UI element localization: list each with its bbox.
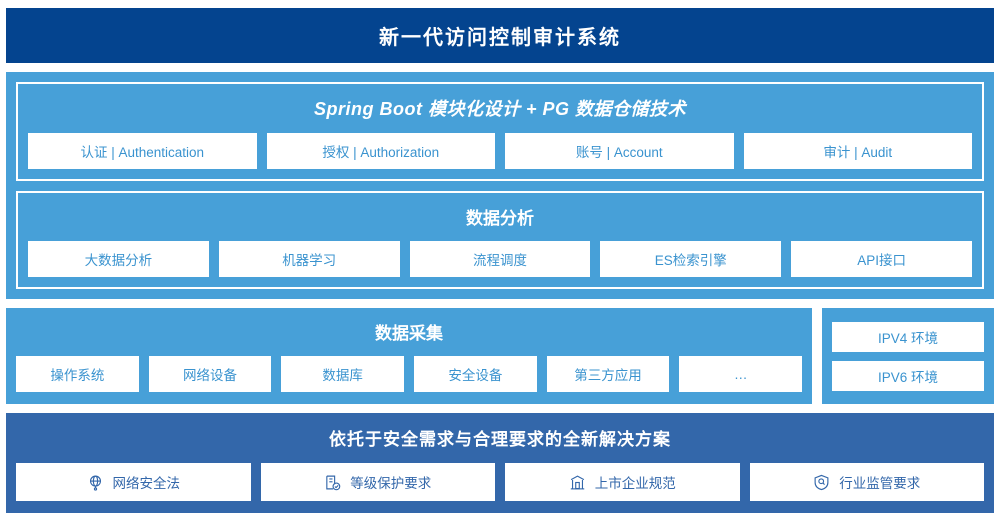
chip-classified-protection[interactable]: 等级保护要求 [260, 463, 495, 501]
bank-building-icon [569, 474, 586, 491]
chip-machine-learning[interactable]: 机器学习 [218, 241, 400, 277]
chip-classified-protection-label: 等级保护要求 [350, 476, 432, 491]
panel-data-analysis-chips: 大数据分析 机器学习 流程调度 ES检索引擎 API接口 [28, 241, 972, 277]
chip-ipv4-environment[interactable]: IPV4 环境 [832, 321, 984, 352]
chip-audit[interactable]: 审计 | Audit [743, 133, 972, 169]
panel-data-collection-chips: 操作系统 网络设备 数据库 安全设备 第三方应用 … [16, 356, 803, 392]
chip-process-scheduling[interactable]: 流程调度 [409, 241, 591, 277]
panel-data-analysis: 数据分析 大数据分析 机器学习 流程调度 ES检索引擎 API接口 [16, 191, 984, 289]
platform-band: Spring Boot 模块化设计 + PG 数据仓储技术 认证 | Authe… [6, 72, 994, 299]
panel-spring-boot-title: Spring Boot 模块化设计 + PG 数据仓储技术 [313, 99, 686, 119]
panel-data-collection-title: 数据采集 [375, 324, 443, 343]
chip-third-party-application[interactable]: 第三方应用 [546, 356, 670, 392]
chip-cybersecurity-law-label: 网络安全法 [112, 476, 181, 491]
chip-operating-system[interactable]: 操作系统 [16, 356, 139, 392]
collection-row: 数据采集 操作系统 网络设备 数据库 安全设备 第三方应用 … IPV4 环境 … [6, 308, 994, 404]
panel-data-analysis-title: 数据分析 [466, 209, 534, 228]
globe-network-icon [87, 474, 104, 491]
chip-authentication[interactable]: 认证 | Authentication [28, 133, 257, 169]
panel-compliance: 依托于安全需求与合理要求的全新解决方案 网络安全法 [6, 413, 994, 513]
chip-big-data-analysis[interactable]: 大数据分析 [28, 241, 209, 277]
chip-security-device[interactable]: 安全设备 [414, 356, 537, 392]
chip-listed-enterprise-standard-label: 上市企业规范 [594, 476, 676, 491]
page-title: 新一代访问控制审计系统 [379, 27, 621, 49]
document-check-icon [324, 474, 341, 491]
chip-es-search-engine[interactable]: ES检索引擎 [600, 241, 782, 277]
panel-spring-boot: Spring Boot 模块化设计 + PG 数据仓储技术 认证 | Authe… [16, 82, 984, 181]
panel-spring-boot-chips: 认证 | Authentication 授权 | Authorization 账… [28, 133, 972, 169]
panel-data-collection: 数据采集 操作系统 网络设备 数据库 安全设备 第三方应用 … [6, 308, 812, 404]
page-header: 新一代访问控制审计系统 [6, 8, 994, 63]
panel-compliance-title: 依托于安全需求与合理要求的全新解决方案 [329, 430, 671, 449]
chip-industry-regulation-label: 行业监管要求 [839, 476, 921, 491]
chip-more-ellipsis[interactable]: … [679, 356, 803, 392]
chip-account[interactable]: 账号 | Account [505, 133, 734, 169]
shield-search-icon [813, 474, 830, 491]
chip-industry-regulation[interactable]: 行业监管要求 [749, 463, 984, 501]
panel-compliance-chips: 网络安全法 等级保护要求 [16, 463, 984, 501]
chip-cybersecurity-law[interactable]: 网络安全法 [16, 463, 251, 501]
chip-ipv6-environment[interactable]: IPV6 环境 [832, 360, 984, 391]
chip-api-interface[interactable]: API接口 [791, 241, 972, 277]
chip-network-device[interactable]: 网络设备 [148, 356, 272, 392]
panel-network-environments: IPV4 环境 IPV6 环境 [822, 308, 994, 404]
chip-authorization[interactable]: 授权 | Authorization [266, 133, 495, 169]
chip-database[interactable]: 数据库 [281, 356, 405, 392]
chip-listed-enterprise-standard[interactable]: 上市企业规范 [505, 463, 740, 501]
